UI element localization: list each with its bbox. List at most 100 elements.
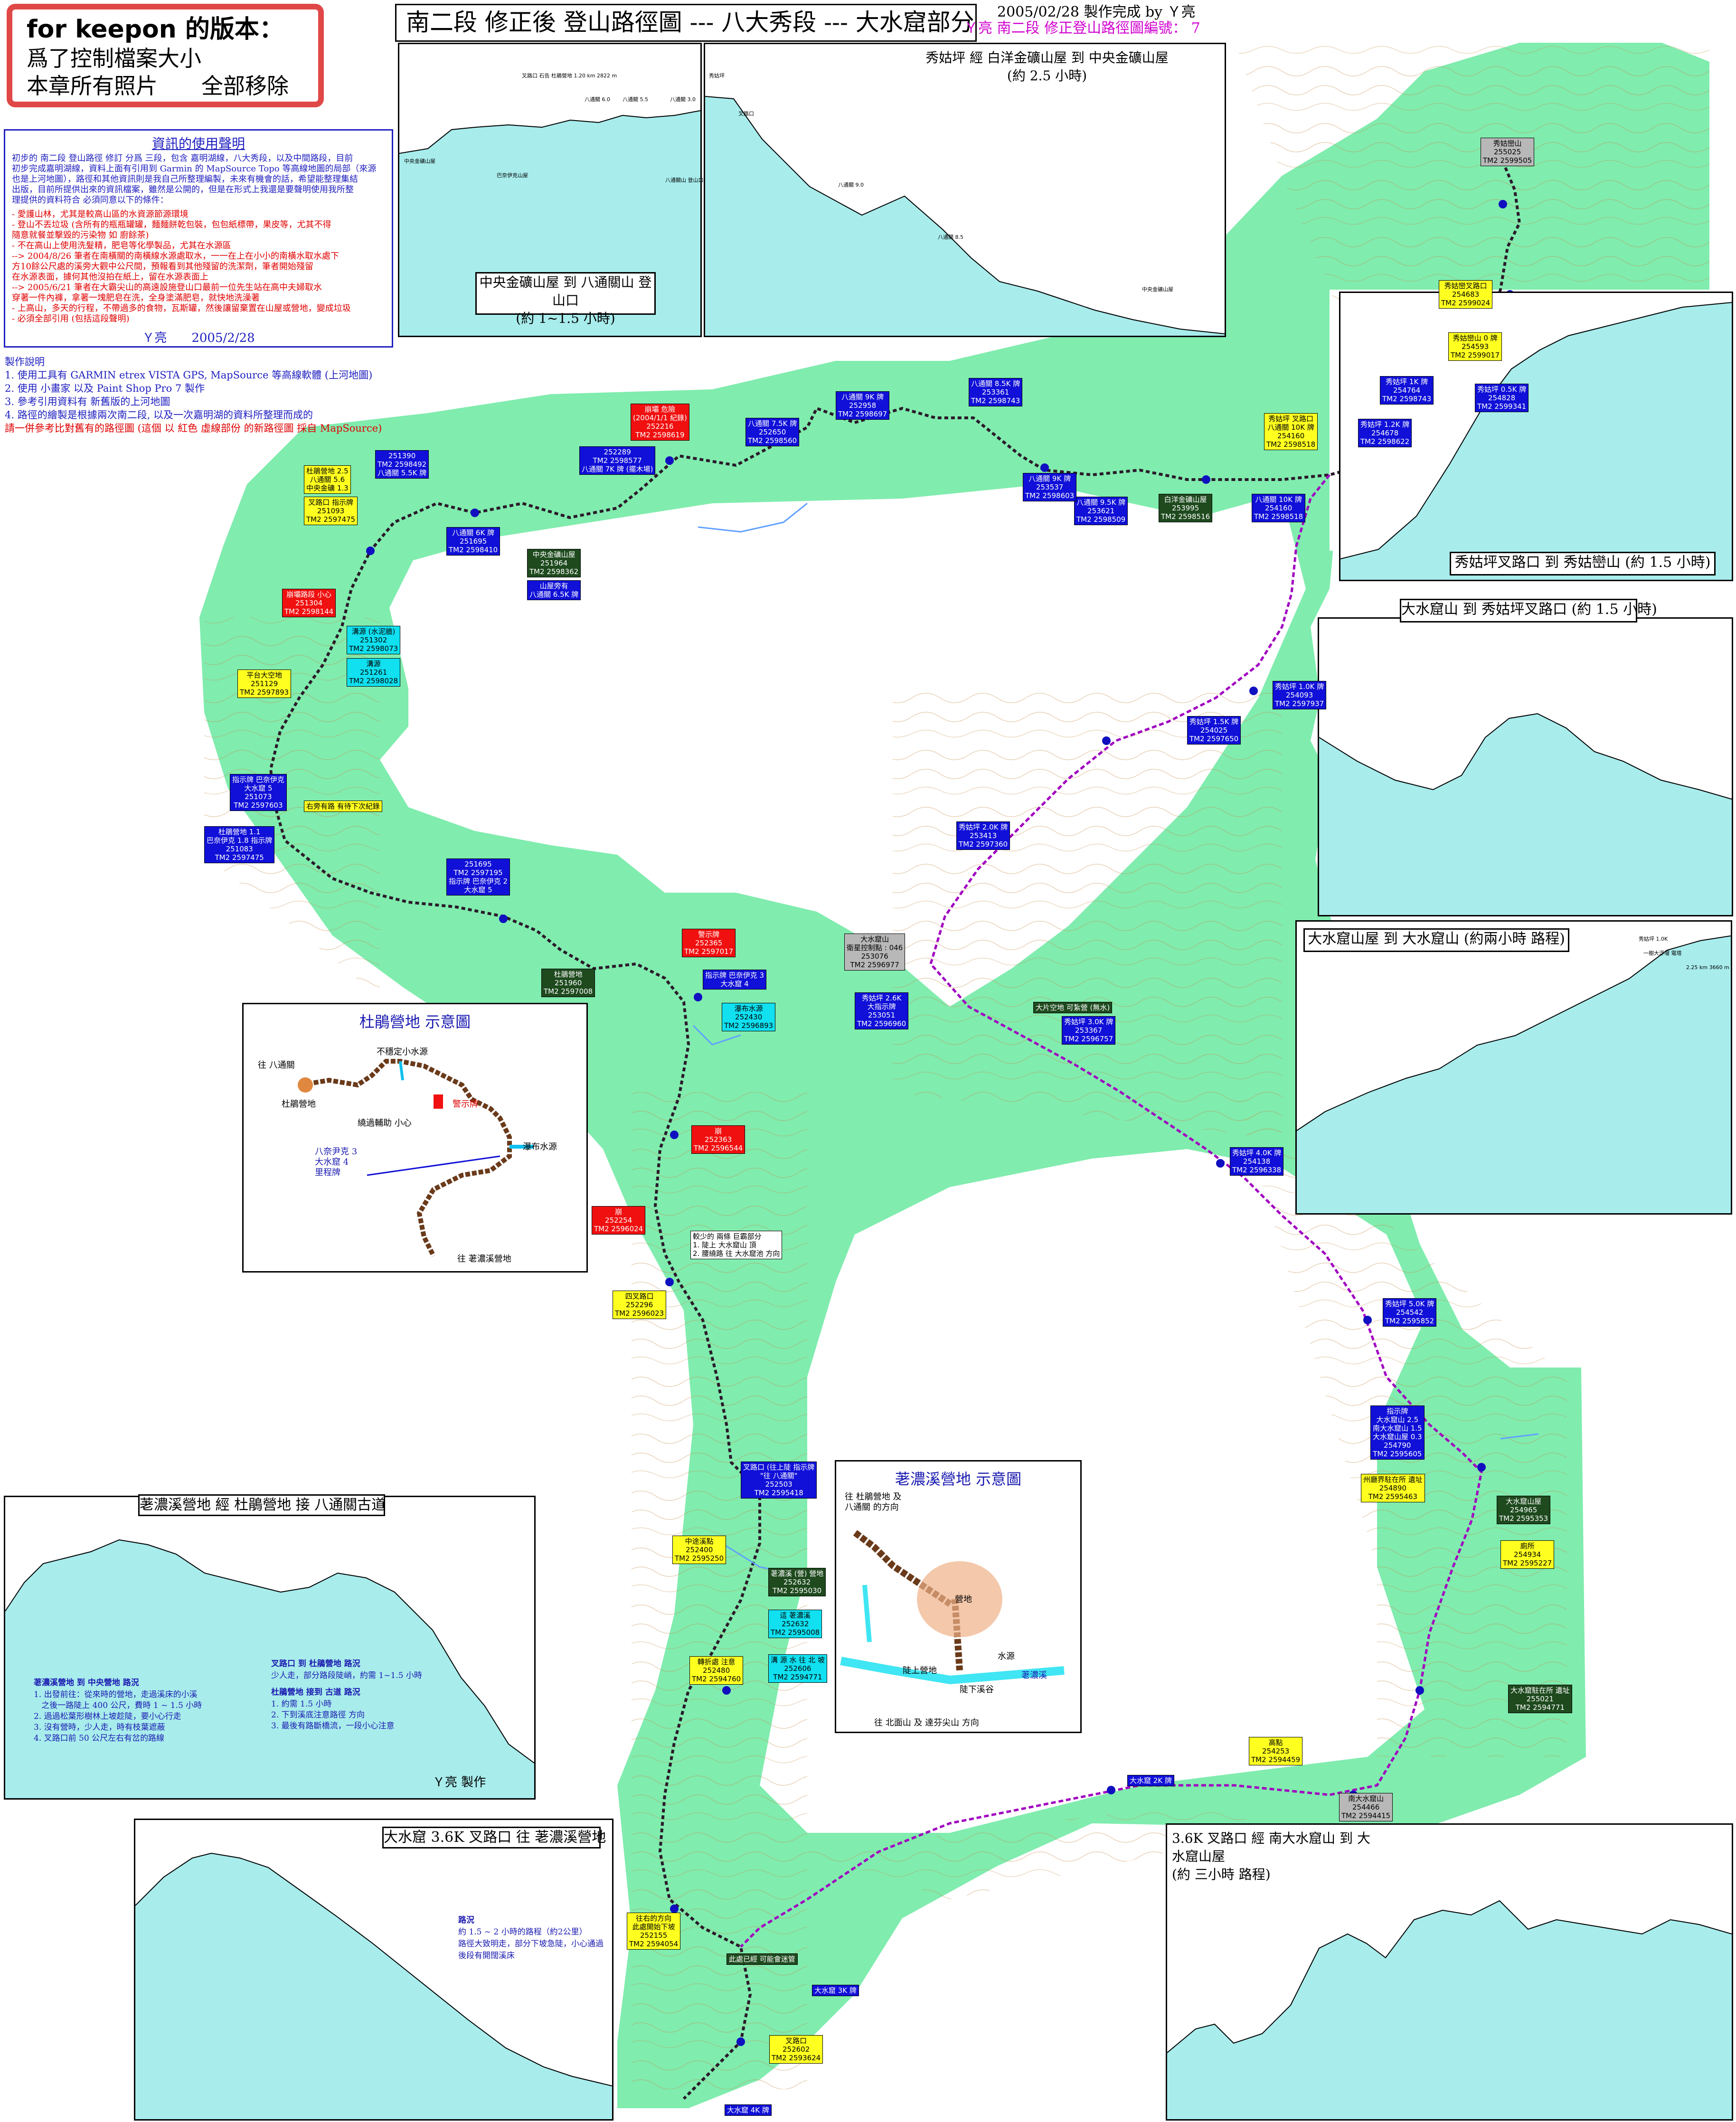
map-label: 州廳界駐在所 遺址 254890 TM2 2595463 bbox=[1361, 1474, 1425, 1502]
laonong-label-4: 陡上營地 bbox=[903, 1666, 937, 1676]
laonong-label-5: 陡下溪谷 bbox=[960, 1685, 994, 1695]
profile-2-title: 秀姑坪 經 白洋金礦山屋 到 中央金礦山屋 (約 2.5 小時) bbox=[914, 49, 1180, 92]
map-label: 八通關 9.5K 牌 253621 TM2 2598509 bbox=[1074, 497, 1128, 525]
p6-sec1-line-1: 1. 出發前往：從來時的營地，走過溪床的小溪 bbox=[34, 1690, 198, 1699]
p2-point-1: 秀姑坪 bbox=[709, 73, 725, 79]
profile-7-title: 大水窟 3.6K 叉路口 往 荖濃溪營地 bbox=[382, 1827, 606, 1848]
header-box: for keepon 的版本： 爲了控制檔案大小 本章所有照片 全部移除 bbox=[7, 4, 324, 107]
p6-sec3-line-1: 1. 約需 1.5 小時 bbox=[271, 1699, 332, 1709]
map-label: 此處已經 可能會迷管 bbox=[726, 1953, 798, 1965]
p1-point-3: 巴奈伊克山屋 bbox=[497, 172, 528, 179]
p6-sec1-line-3: 2. 過過松葉形樹林上坡趁陡，要小心行走 bbox=[34, 1712, 181, 1721]
map-label: 指示牌 大水窟山 2.5 南大水窟山 1.5 大水窟山屋 0.3 254790 … bbox=[1370, 1405, 1425, 1460]
inset-laonong-sketch bbox=[840, 1530, 1065, 1685]
map-label: 叉路口 252602 TM2 2593624 bbox=[769, 2035, 823, 2064]
map-label: 八通關 10K 牌 254160 TM2 2598518 bbox=[1252, 494, 1306, 522]
p1-point-4: 八通關 6.0 bbox=[585, 96, 610, 103]
profile-8-title: 3.6K 叉路口 經 南大水窟山 到 大水窟山屋 (約 三小時 路程) bbox=[1172, 1830, 1371, 1882]
map-label: 秀姑坪 1.5K 牌 254025 TM2 2597650 bbox=[1187, 716, 1241, 745]
map-label: 這 荖濃溪 252632 TM2 2595008 bbox=[768, 1610, 822, 1638]
notice-rule-11: - 必須全部引用 (包括這段聲明) bbox=[12, 314, 130, 324]
profile-panel-4: 大水窟山 到 秀姑坪叉路口 (約 1.5 小時) bbox=[1318, 599, 1733, 916]
p1-point-5: 八通關 5.5 bbox=[623, 96, 648, 103]
profile-panel-8: 3.6K 叉路口 經 南大水窟山 到 大水窟山屋 (約 三小時 路程) bbox=[1166, 1823, 1733, 2121]
map-label: 溝 源 水 往 北 坡 252606 TM2 2594771 bbox=[768, 1654, 827, 1683]
map-label: 秀姑坪 2.0K 牌 253413 TM2 2597360 bbox=[956, 821, 1010, 850]
dupeng-label-2: 杜鵑營地 bbox=[282, 1099, 316, 1109]
p5-point-1: 秀姑坪 1.0K bbox=[1639, 936, 1668, 942]
dupeng-label-7: 八奈尹克 3 大水窟 4 里程牌 bbox=[315, 1147, 358, 1178]
notice-rule-9: 穿著一件內褲，拿著一塊肥皂在洗，全身塗滿肥皂，就快地洗澡著 bbox=[12, 293, 260, 303]
profile-7-chart bbox=[135, 1852, 612, 2119]
p6-sec3-line-3: 3. 最後有路斷橋流，一段小心注意 bbox=[271, 1721, 395, 1731]
map-label: 八通關 9K 牌 253537 TM2 2598603 bbox=[1023, 473, 1077, 501]
map-label: 溝源 (水泥牆) 251302 TM2 2598073 bbox=[347, 626, 401, 654]
laonong-label-6: 荖濃溪 bbox=[1021, 1670, 1047, 1680]
header-line-1: for keepon 的版本： bbox=[27, 15, 284, 44]
map-label: 溝源 251261 TM2 2598028 bbox=[347, 658, 401, 687]
map-label: 大水窟山 衛星控制點 : 046 253076 TM2 2596977 bbox=[844, 934, 906, 971]
map-label: 崩壩路段 小心 251304 TM2 2598144 bbox=[282, 589, 336, 617]
map-label: 秀姑坪 3.0K 牌 253367 TM2 2596757 bbox=[1062, 1016, 1116, 1045]
profile-panel-1: 叉路口 石告 杜鵑營地 1.20 km 2822 m 中央金礦山屋 巴奈伊克山屋… bbox=[398, 43, 704, 337]
laonong-label-7: 往 北面山 及 達芬尖山 方向 bbox=[874, 1718, 979, 1728]
map-label: 四叉路口 252296 TM2 2596023 bbox=[613, 1291, 667, 1319]
map-label: 廁所 254934 TM2 2595227 bbox=[1500, 1540, 1555, 1569]
profile-panel-2: 秀姑坪 叉路口 八通關 9.0 八通關 8.5 中央金礦山屋 秀姑坪 經 白洋金… bbox=[704, 43, 1226, 337]
dupeng-label-1: 往 八通關 bbox=[258, 1060, 295, 1070]
map-label: 高點 254253 TM2 2594459 bbox=[1249, 1737, 1303, 1765]
p6-sec2-title: 叉路口 到 杜鵑營地 路況 bbox=[271, 1659, 360, 1669]
inset-dupeng-title: 杜鵑營地 示意圖 bbox=[359, 1013, 471, 1031]
production-title: 製作說明 bbox=[5, 356, 45, 368]
production-item-1: 1. 使用工具有 GARMIN etrex VISTA GPS, MapSour… bbox=[5, 369, 373, 381]
p6-sec1-line-2: 之後一路陡上 400 公尺，費時 1 ~ 1.5 小時 bbox=[34, 1701, 202, 1710]
laonong-label-2: 營地 bbox=[955, 1594, 972, 1604]
map-label: 叉路口 指示牌 251093 TM2 2597475 bbox=[304, 497, 358, 525]
production-item-3: 3. 參考引用資料有 新舊版的上河地圖 bbox=[5, 396, 170, 407]
profile-8-chart bbox=[1167, 1900, 1732, 2119]
map-label: 中途溪點 252400 TM2 2595250 bbox=[672, 1536, 726, 1564]
profile-5-title: 大水窟山屋 到 大水窟山 (約兩小時 路程) bbox=[1303, 928, 1569, 952]
map-label: 杜鵑營地 2.5 八通關 5.6 中央金礦 1.3 bbox=[304, 465, 351, 494]
laonong-label-3: 水源 bbox=[998, 1651, 1015, 1661]
p1-point-1: 叉路口 石告 杜鵑營地 1.20 km 2822 m bbox=[522, 73, 617, 79]
p6-sec1-title: 荖濃溪營地 到 中央營地 路況 bbox=[34, 1678, 139, 1688]
notice-rule-8: --> 2005/6/21 筆者在大霸尖山的高遠設施登山口最前一位先生站在高中夫… bbox=[12, 283, 322, 292]
map-label: 山屋旁有 八通關 6.5K 牌 bbox=[527, 580, 581, 600]
trail-route bbox=[269, 160, 1521, 2100]
map-label: 秀姑坪 1.2K 牌 254678 TM2 2598622 bbox=[1358, 419, 1412, 447]
inset-dupeng-sketch bbox=[298, 1059, 533, 1257]
notice-body-3: 也是上河地圖），路徑和其他資訊則是我自己所整理編製，未來有機會的話，希望能整理集… bbox=[12, 174, 358, 184]
p7-notes-title: 路況 bbox=[458, 1915, 474, 1925]
profile-panel-5: 秀姑坪 1.0K 一樹大浮堰 電塔 2.25 km 3660 m 大水窟山屋 到… bbox=[1295, 920, 1732, 1215]
dupeng-label-6: 瀑布水源 bbox=[523, 1142, 557, 1152]
map-label: 指示牌 巴奈伊克 3 大水窟 4 bbox=[703, 970, 767, 990]
profile-4-chart bbox=[1319, 713, 1732, 915]
dupeng-label-4: 警示牌 bbox=[453, 1099, 478, 1109]
p6-sec2-line-1: 少人走，部分路段陡峭，約需 1~1.5 小時 bbox=[271, 1671, 422, 1680]
map-label: 瀑布水源 252430 TM2 2596893 bbox=[722, 1003, 776, 1031]
notice-signature: Ｙ亮 2005/2/28 bbox=[142, 331, 255, 345]
map-label: 指示牌 巴奈伊克 大水窟 5 251073 TM2 2597603 bbox=[230, 774, 287, 811]
map-label: 荖濃溪 (營) 營地 252632 TM2 2595030 bbox=[768, 1568, 826, 1596]
profile-1-title: 中央金礦山屋 到 八通關山 登山口 (約 1~1.5 小時) bbox=[475, 272, 656, 326]
header-line-2: 爲了控制檔案大小 bbox=[27, 46, 201, 71]
map-label: 秀姑巒山 255025 TM2 2599505 bbox=[1481, 138, 1535, 166]
map-label: 秀姑坪 2.6K 大指示牌 253051 TM2 2596960 bbox=[855, 992, 909, 1029]
map-label: 秀姑坪 4.0K 牌 254138 TM2 2596338 bbox=[1230, 1147, 1284, 1176]
map-label: 大片空地 可紮營 (無水) bbox=[1033, 1002, 1113, 1013]
production-notes: 製作說明 1. 使用工具有 GARMIN etrex VISTA GPS, Ma… bbox=[5, 355, 503, 435]
map-label: 秀姑巒叉路口 254683 TM2 2599024 bbox=[1439, 280, 1493, 309]
map-label: 八通關 9K 牌 252958 TM2 2598697 bbox=[836, 391, 890, 420]
profile-2-chart bbox=[705, 96, 1225, 336]
profile-panel-7: 大水窟 3.6K 叉路口 往 荖濃溪營地 路況 約 1.5 ~ 2 小時的路程（… bbox=[134, 1819, 613, 2121]
page-title: 南二段 修正後 登山路徑圖 --- 八大秀段 --- 大水窟部分 bbox=[395, 4, 977, 42]
p2-point-5: 中央金礦山屋 bbox=[1142, 286, 1173, 292]
map-label: 杜鵑營地 251960 TM2 2597008 bbox=[541, 969, 595, 997]
p6-sec1-line-4: 3. 沒有營時，少人走，時有枝葉遮蔽 bbox=[34, 1723, 165, 1732]
production-item-4: 4. 路徑的繪製是根據兩次南二段, 以及一次嘉明湖的資料所整理而成的 bbox=[5, 409, 313, 421]
map-label: 八通關 8.5K 牌 253361 TM2 2598743 bbox=[969, 378, 1023, 406]
map-label: 251390 TM2 2598492 八通關 5.5K 牌 bbox=[375, 450, 429, 479]
notice-rule-3: 隨意就餐並擊毀的污染物 如 廚餘茶) bbox=[12, 230, 149, 240]
map-label: 較少的 兩條 巨霸部分 1. 陡上 大水窟山 頂 2. 腰繞路 往 大水窟池 方… bbox=[690, 1231, 783, 1259]
